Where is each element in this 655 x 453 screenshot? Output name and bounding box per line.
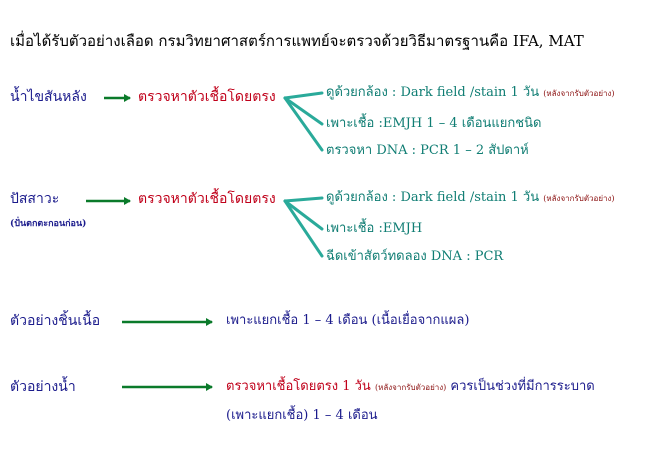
- urine-item-3: ฉีดเข้าสัตว์ทดลอง DNA : PCR: [326, 249, 504, 264]
- water-result-line1: ตรวจหาเชื้อโดยตรง 1 วัน (หลังจากรับตัวอย…: [226, 379, 595, 394]
- method-urine: ตรวจหาตัวเชื้อโดยตรง: [138, 191, 276, 207]
- sample-urine-sublabel: (ปั่นตกตะกอนก่อน): [10, 219, 87, 229]
- urine-item-2: เพาะเชื้อ :EMJH: [326, 221, 423, 236]
- branch-urine-2: [283, 199, 324, 231]
- page-title: เมื่อได้รับตัวอย่างเลือด กรมวิทยาศาสตร์ก…: [10, 32, 584, 50]
- branch-urine-3: [283, 199, 324, 258]
- csf-item-3: ตรวจหา DNA : PCR 1 – 2 สัปดาห์: [326, 143, 529, 158]
- urine-item-1: ดูด้วยกล้อง : Dark field /stain 1 วัน (ห…: [326, 190, 615, 205]
- method-csf: ตรวจหาตัวเชื้อโดยตรง: [138, 89, 276, 105]
- csf-item-1: ดูด้วยกล้อง : Dark field /stain 1 วัน (ห…: [326, 85, 615, 100]
- branch-urine-1: [283, 196, 324, 203]
- branch-csf-1: [283, 91, 324, 100]
- urine-item-1-note: (หลังจากรับตัวอย่าง): [543, 194, 615, 203]
- csf-item-1-note: (หลังจากรับตัวอย่าง): [543, 89, 615, 98]
- sample-csf-label: น้ำไขสันหลัง: [10, 89, 87, 105]
- sample-water-label: ตัวอย่างน้ำ: [10, 379, 76, 395]
- csf-item-2: เพาะเชื้อ :EMJH 1 – 4 เดือนแยกชนิด: [326, 116, 542, 131]
- water-result-note: (หลังจากรับตัวอย่าง): [374, 383, 447, 392]
- water-result-line2: (เพาะแยกเชื้อ) 1 – 4 เดือน: [226, 408, 378, 423]
- sample-urine-label: ปัสสาวะ: [10, 191, 60, 207]
- sample-tissue-label: ตัวอย่างชิ้นเนื้อ: [10, 313, 101, 329]
- branch-csf-2: [283, 96, 324, 126]
- branch-csf-3: [283, 96, 324, 152]
- tissue-result: เพาะแยกเชื้อ 1 – 4 เดือน (เนื้อเยื่อจากแ…: [226, 313, 470, 328]
